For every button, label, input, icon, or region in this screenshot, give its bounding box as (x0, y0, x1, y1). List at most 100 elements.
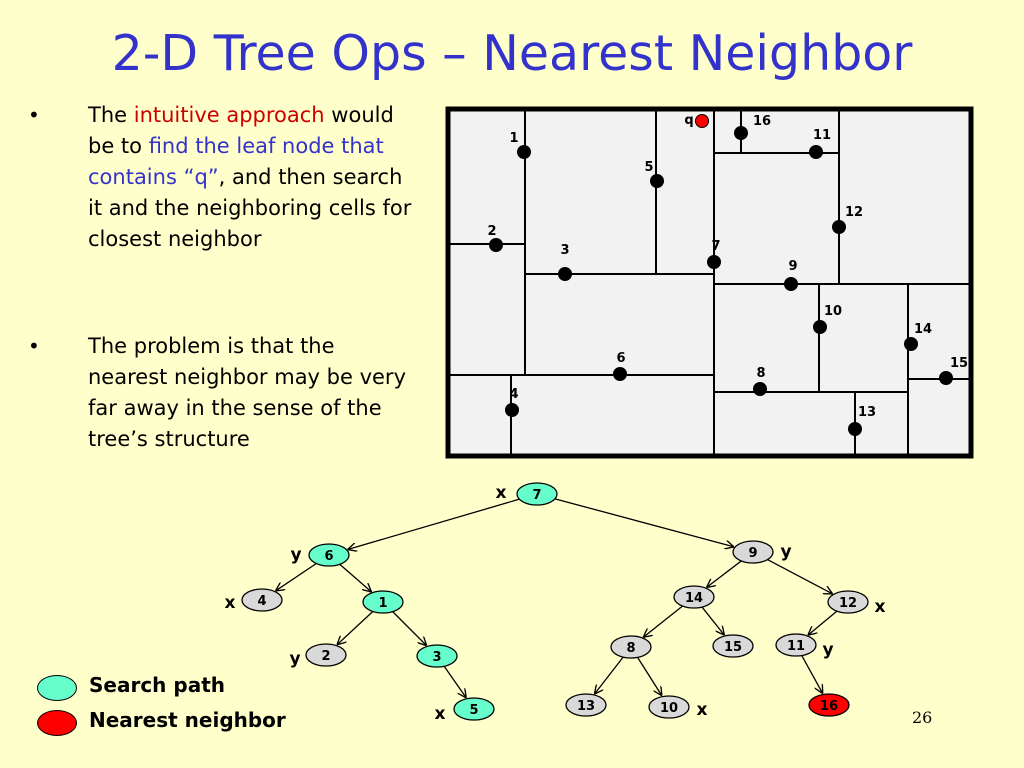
point-8-dot (753, 382, 767, 396)
point-10-label: 10 (824, 304, 842, 319)
split-label-10: x (697, 700, 708, 720)
tree-edge-14-15 (701, 606, 724, 635)
point-q-label: q (684, 113, 693, 128)
split-label-7: x (496, 483, 507, 503)
legend-search-path-swatch (37, 675, 77, 701)
tree-edge-12-11 (808, 610, 838, 635)
tree-node-9: 9 (732, 540, 774, 564)
tree-node-9-shape (732, 540, 774, 564)
point-12-dot (832, 220, 846, 234)
tree-node-1-label: 1 (378, 596, 387, 611)
tree-node-11-shape (775, 633, 817, 657)
point-10-dot (813, 320, 827, 334)
tree-node-16-label: 16 (820, 699, 838, 714)
tree-edges (276, 498, 838, 698)
tree-edge-14-8 (643, 605, 684, 637)
page-number: 26 (912, 708, 933, 727)
tree-node-11-label: 11 (787, 639, 805, 654)
point-5-dot (650, 174, 664, 188)
tree-node-12-label: 12 (839, 596, 857, 611)
tree-edge-1-3 (392, 611, 427, 646)
bullet1-text-1: The (88, 103, 134, 127)
tree-node-16-shape (808, 693, 850, 717)
tree-node-15-label: 15 (724, 640, 742, 655)
point-12-label: 12 (845, 205, 863, 220)
point-6-label: 6 (616, 351, 625, 366)
tree-node-2-label: 2 (321, 649, 330, 664)
point-14-label: 14 (914, 322, 932, 337)
tree-node-13-shape (565, 693, 607, 717)
point-1-dot (517, 145, 531, 159)
split-label-6: y (290, 545, 301, 565)
tree-node-12-shape (827, 590, 869, 614)
tree-node-4: 4 (241, 588, 283, 612)
split-label-5: x (435, 704, 446, 724)
tree-node-10-shape (648, 695, 690, 719)
tree-node-3-shape (416, 644, 458, 668)
tree-node-13: 13 (565, 693, 607, 717)
bullet1-text-2: would be to (88, 103, 394, 158)
tree-node-14-shape (673, 585, 715, 609)
tree-node-7-label: 7 (532, 488, 541, 503)
slide-title: 2-D Tree Ops – Nearest Neighbor (111, 25, 913, 82)
tree-edge-8-10 (637, 657, 662, 695)
tree-node-15-shape (712, 634, 754, 658)
point-7-dot (707, 255, 721, 269)
tree-node-7-shape (516, 482, 558, 506)
legend-nearest-swatch (37, 710, 77, 736)
tree-edge-9-14 (706, 560, 742, 588)
bullet-marker: • (28, 334, 40, 358)
point-15-dot (939, 371, 953, 385)
point-7-label: 7 (711, 239, 720, 254)
tree-edge-6-4 (276, 562, 317, 591)
point-9-dot (784, 277, 798, 291)
tree-node-10-label: 10 (660, 701, 678, 716)
tree-node-7: 7 (516, 482, 558, 506)
tree-node-2-shape (305, 643, 347, 667)
tree-node-11: 11 (775, 633, 817, 657)
split-label-11: y (822, 640, 833, 660)
tree-node-1-shape (362, 590, 404, 614)
bullet1-text-3: , and then search it and the neighboring… (88, 165, 412, 251)
tree-node-4-label: 4 (257, 594, 266, 609)
tree-edge-8-13 (594, 656, 624, 694)
point-q-dot (695, 114, 709, 128)
tree-node-13-label: 13 (577, 699, 595, 714)
point-16-dot (734, 126, 748, 140)
split-label-9: y (780, 542, 791, 562)
tree-node-2: 2 (305, 643, 347, 667)
split-label-4: x (225, 593, 236, 613)
tree-node-16: 16 (808, 693, 850, 717)
tree-node-3: 3 (416, 644, 458, 668)
point-2-label: 2 (487, 224, 496, 239)
bullet1-highlight-intuitive: intuitive approach (133, 103, 325, 127)
tree-node-5-shape (453, 697, 495, 721)
point-4-dot (505, 403, 519, 417)
point-4-label: 4 (509, 387, 518, 402)
tree-node-9-label: 9 (748, 546, 757, 561)
split-label-2: y (289, 649, 300, 669)
tree-node-8-label: 8 (626, 641, 635, 656)
tree-edge-7-9 (554, 498, 734, 547)
tree-edge-7-6 (348, 498, 520, 549)
tree-node-3-label: 3 (432, 650, 441, 665)
point-5-label: 5 (644, 160, 653, 175)
legend-search-path-label: Search path (89, 673, 225, 697)
tree-edge-11-16 (801, 655, 823, 694)
bullet-problem: • The problem is that the nearest neighb… (28, 331, 418, 455)
tree-node-5-label: 5 (469, 703, 478, 718)
split-label-12: x (875, 597, 886, 617)
point-3-dot (558, 267, 572, 281)
point-2-dot (489, 238, 503, 252)
tree-node-10: 10 (648, 695, 690, 719)
tree-node-5: 5 (453, 697, 495, 721)
tree-node-15: 15 (712, 634, 754, 658)
bullet2-text: The problem is that the nearest neighbor… (88, 334, 406, 451)
point-13-dot (848, 422, 862, 436)
tree-node-1: 1 (362, 590, 404, 614)
point-9-label: 9 (788, 259, 797, 274)
